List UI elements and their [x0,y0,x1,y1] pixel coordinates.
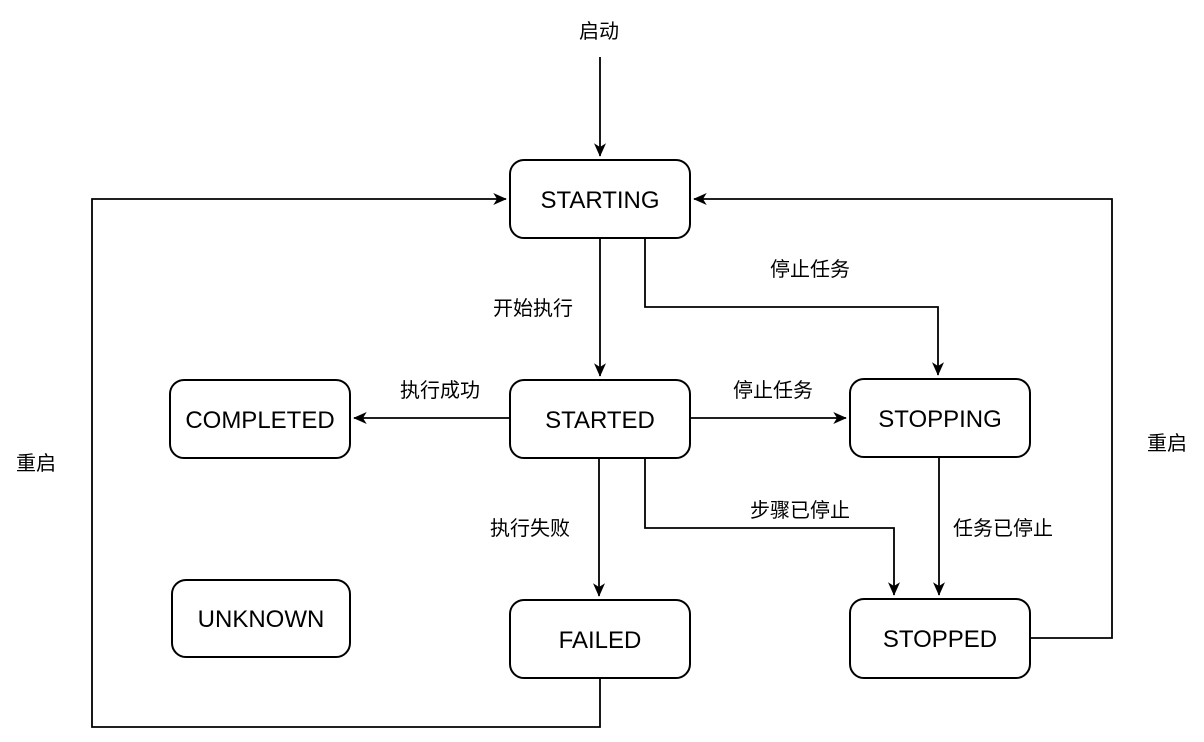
node-stopped-box [849,598,1031,679]
node-starting: STARTING [509,159,691,239]
edge-label-starting-started: 开始执行 [493,297,573,320]
edge-label-started-completed: 执行成功 [400,379,480,402]
node-unknown-box [171,579,351,658]
edge-label-started-stopped: 步骤已停止 [750,499,850,522]
edge-label-failed-starting: 重启 [16,452,56,475]
node-unknown: UNKNOWN [171,579,351,658]
node-started-box [509,379,691,459]
edge-label-started-failed: 执行失败 [490,517,570,540]
node-stopped-label: STOPPED [883,626,997,653]
edge-starting-to-stopping [644,238,944,376]
node-stopping: STOPPING [849,378,1031,458]
edge-label-stopping-stopped: 任务已停止 [953,517,1053,540]
node-started: STARTED [509,379,691,459]
edge-stopped-to-starting [693,193,1113,639]
edge-label-entry-starting: 启动 [579,20,619,43]
edge-label-starting-stopping: 停止任务 [770,258,850,281]
node-started-label: STARTED [545,407,655,434]
edge-started-to-stopped [644,458,900,596]
node-starting-box [509,159,691,239]
node-starting-label: STARTING [540,187,659,214]
edge-label-started-stopping: 停止任务 [733,379,813,402]
node-completed-box [169,379,351,459]
node-failed: FAILED [509,599,691,679]
node-failed-box [509,599,691,679]
node-unknown-label: UNKNOWN [198,606,325,633]
node-stopping-box [849,378,1031,458]
edge-label-stopped-starting: 重启 [1147,432,1187,455]
node-completed-label: COMPLETED [185,407,334,434]
node-stopped: STOPPED [849,598,1031,679]
node-stopping-label: STOPPING [878,406,1002,433]
node-failed-label: FAILED [559,627,642,654]
node-completed: COMPLETED [169,379,351,459]
edge-failed-to-starting [91,193,601,728]
